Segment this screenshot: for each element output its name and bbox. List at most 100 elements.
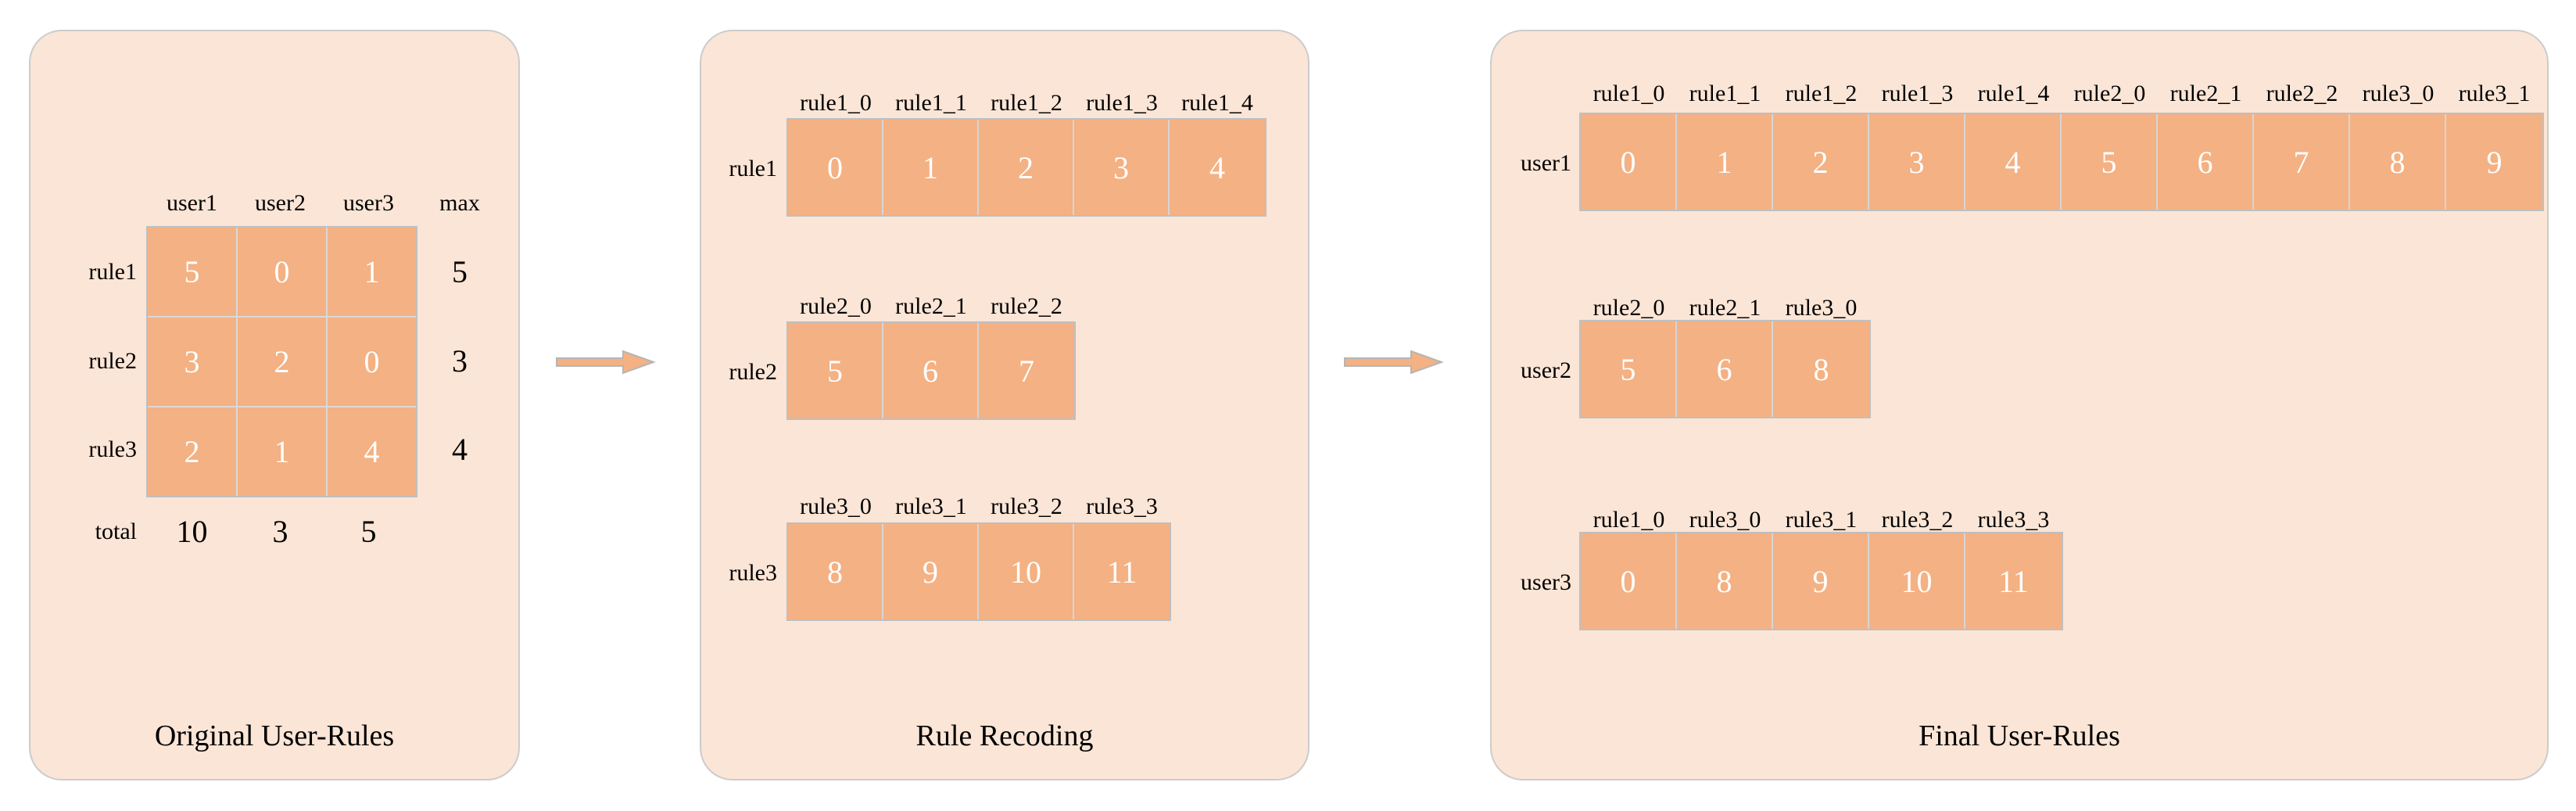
strip-cell: 3 <box>1869 114 1965 210</box>
total-value: 5 <box>360 514 377 549</box>
strip-cell: 0 <box>788 120 883 215</box>
matrix-cell: 1 <box>238 407 326 496</box>
col-header: rule3_0 <box>800 493 872 519</box>
strip-cell: 1 <box>883 120 979 215</box>
strip-cell: 8 <box>1773 321 1869 417</box>
strip-cell: 6 <box>2158 114 2254 210</box>
total-values: 10 3 5 <box>148 513 413 551</box>
strip-cell: 0 <box>1581 114 1677 210</box>
strip-column-headers: rule2_0 rule2_1 rule3_0 <box>1581 294 1869 322</box>
matrix-cell: 1 <box>328 228 416 316</box>
col-header: rule3_2 <box>991 493 1062 519</box>
row-label: user2 <box>1521 357 1571 383</box>
col-header: rule2_0 <box>1593 295 1665 321</box>
strip-cell: 7 <box>2254 114 2350 210</box>
col-header: rule3_3 <box>1977 507 2050 533</box>
matrix-cell: 5 <box>148 228 236 316</box>
panel-title: Original User-Rules <box>154 719 395 752</box>
col-header: rule3_3 <box>1086 493 1158 519</box>
col-header: rule2_2 <box>2266 81 2338 106</box>
col-header: rule1_0 <box>1593 81 1665 106</box>
matrix-cell: 4 <box>328 407 416 496</box>
matrix-column-headers: user1 user2 user3 max <box>148 188 507 219</box>
col-header: rule2_0 <box>800 293 872 319</box>
col-header: rule2_2 <box>991 293 1062 319</box>
row-label: user1 <box>1521 150 1571 176</box>
col-header: rule3_1 <box>1785 507 1858 533</box>
col-header: rule3_0 <box>1689 507 1761 533</box>
strip-cell: 8 <box>1677 533 1773 629</box>
col-header: user1 <box>167 190 217 216</box>
strip-cell: 3 <box>1074 120 1170 215</box>
col-header: user2 <box>255 190 306 216</box>
col-header: rule1_3 <box>1086 90 1158 116</box>
col-header: user3 <box>343 190 394 216</box>
matrix-cell: 2 <box>238 318 326 406</box>
max-value: 3 <box>452 343 468 379</box>
user-rule-matrix: 5 0 1 3 2 0 2 1 4 <box>146 226 417 497</box>
strip-cell: 8 <box>2350 114 2446 210</box>
col-header: rule2_1 <box>895 293 967 319</box>
strip-cell: 0 <box>1581 533 1677 629</box>
total-value: 10 <box>176 514 208 549</box>
strip-column-headers: rule1_0 rule1_1 rule1_2 rule1_3 rule1_4 rule2… <box>1581 80 2542 108</box>
strip-cell: 4 <box>1965 114 2062 210</box>
flow-arrow-icon <box>1344 350 1444 375</box>
strip-cell: 6 <box>883 323 979 418</box>
strip-cell: 6 <box>1677 321 1773 417</box>
strip-cell: 5 <box>2062 114 2158 210</box>
col-header: rule1_4 <box>1977 81 2050 106</box>
col-header: rule1_0 <box>800 90 872 116</box>
col-header: rule1_3 <box>1881 81 1954 106</box>
col-header: rule3_0 <box>2362 81 2434 106</box>
matrix-cell: 2 <box>148 407 236 496</box>
row-label: rule3 <box>729 560 777 586</box>
strip-cell: 5 <box>1581 321 1677 417</box>
matrix-cell: 3 <box>148 318 236 406</box>
max-value: 5 <box>452 254 468 289</box>
panel-title: Final User-Rules <box>1919 719 2120 752</box>
strip-cell: 5 <box>788 323 883 418</box>
matrix-cell: 0 <box>328 318 416 406</box>
panel-title: Rule Recoding <box>915 719 1094 752</box>
col-header: rule1_2 <box>1785 81 1858 106</box>
col-header: rule1_0 <box>1593 507 1665 533</box>
strip-column-headers: rule2_0 rule2_1 rule2_2 <box>788 292 1074 321</box>
row-label: rule1 <box>88 259 137 285</box>
strip-cell: 8 <box>788 524 883 619</box>
strip-column-headers: rule3_0 rule3_1 rule3_2 rule3_3 <box>788 493 1170 521</box>
strip-cell: 2 <box>1773 114 1869 210</box>
flow-arrow-icon <box>556 350 656 375</box>
col-header-max: max <box>439 190 480 216</box>
col-header: rule1_2 <box>991 90 1062 116</box>
strip-cell: 9 <box>1773 533 1869 629</box>
strip-cell: 11 <box>1074 524 1170 619</box>
strip-column-headers: rule1_0 rule1_1 rule1_2 rule1_3 rule1_4 <box>788 89 1265 117</box>
col-header: rule3_0 <box>1785 295 1858 321</box>
strip-cell: 9 <box>2446 114 2542 210</box>
row-label: rule2 <box>88 348 137 374</box>
total-label: total <box>95 519 137 544</box>
max-value: 4 <box>452 432 468 467</box>
col-header: rule1_1 <box>1689 81 1761 106</box>
col-header: rule3_1 <box>895 493 967 519</box>
matrix-cell: 0 <box>238 228 326 316</box>
strip-cell: 4 <box>1170 120 1265 215</box>
strip-cell: 10 <box>1869 533 1965 629</box>
row-label: rule2 <box>729 359 777 385</box>
col-header: rule2_1 <box>1689 295 1761 321</box>
col-header: rule1_4 <box>1181 90 1253 116</box>
col-header: rule1_1 <box>895 90 967 116</box>
col-header: rule2_0 <box>2073 81 2146 106</box>
total-value: 3 <box>272 514 288 549</box>
